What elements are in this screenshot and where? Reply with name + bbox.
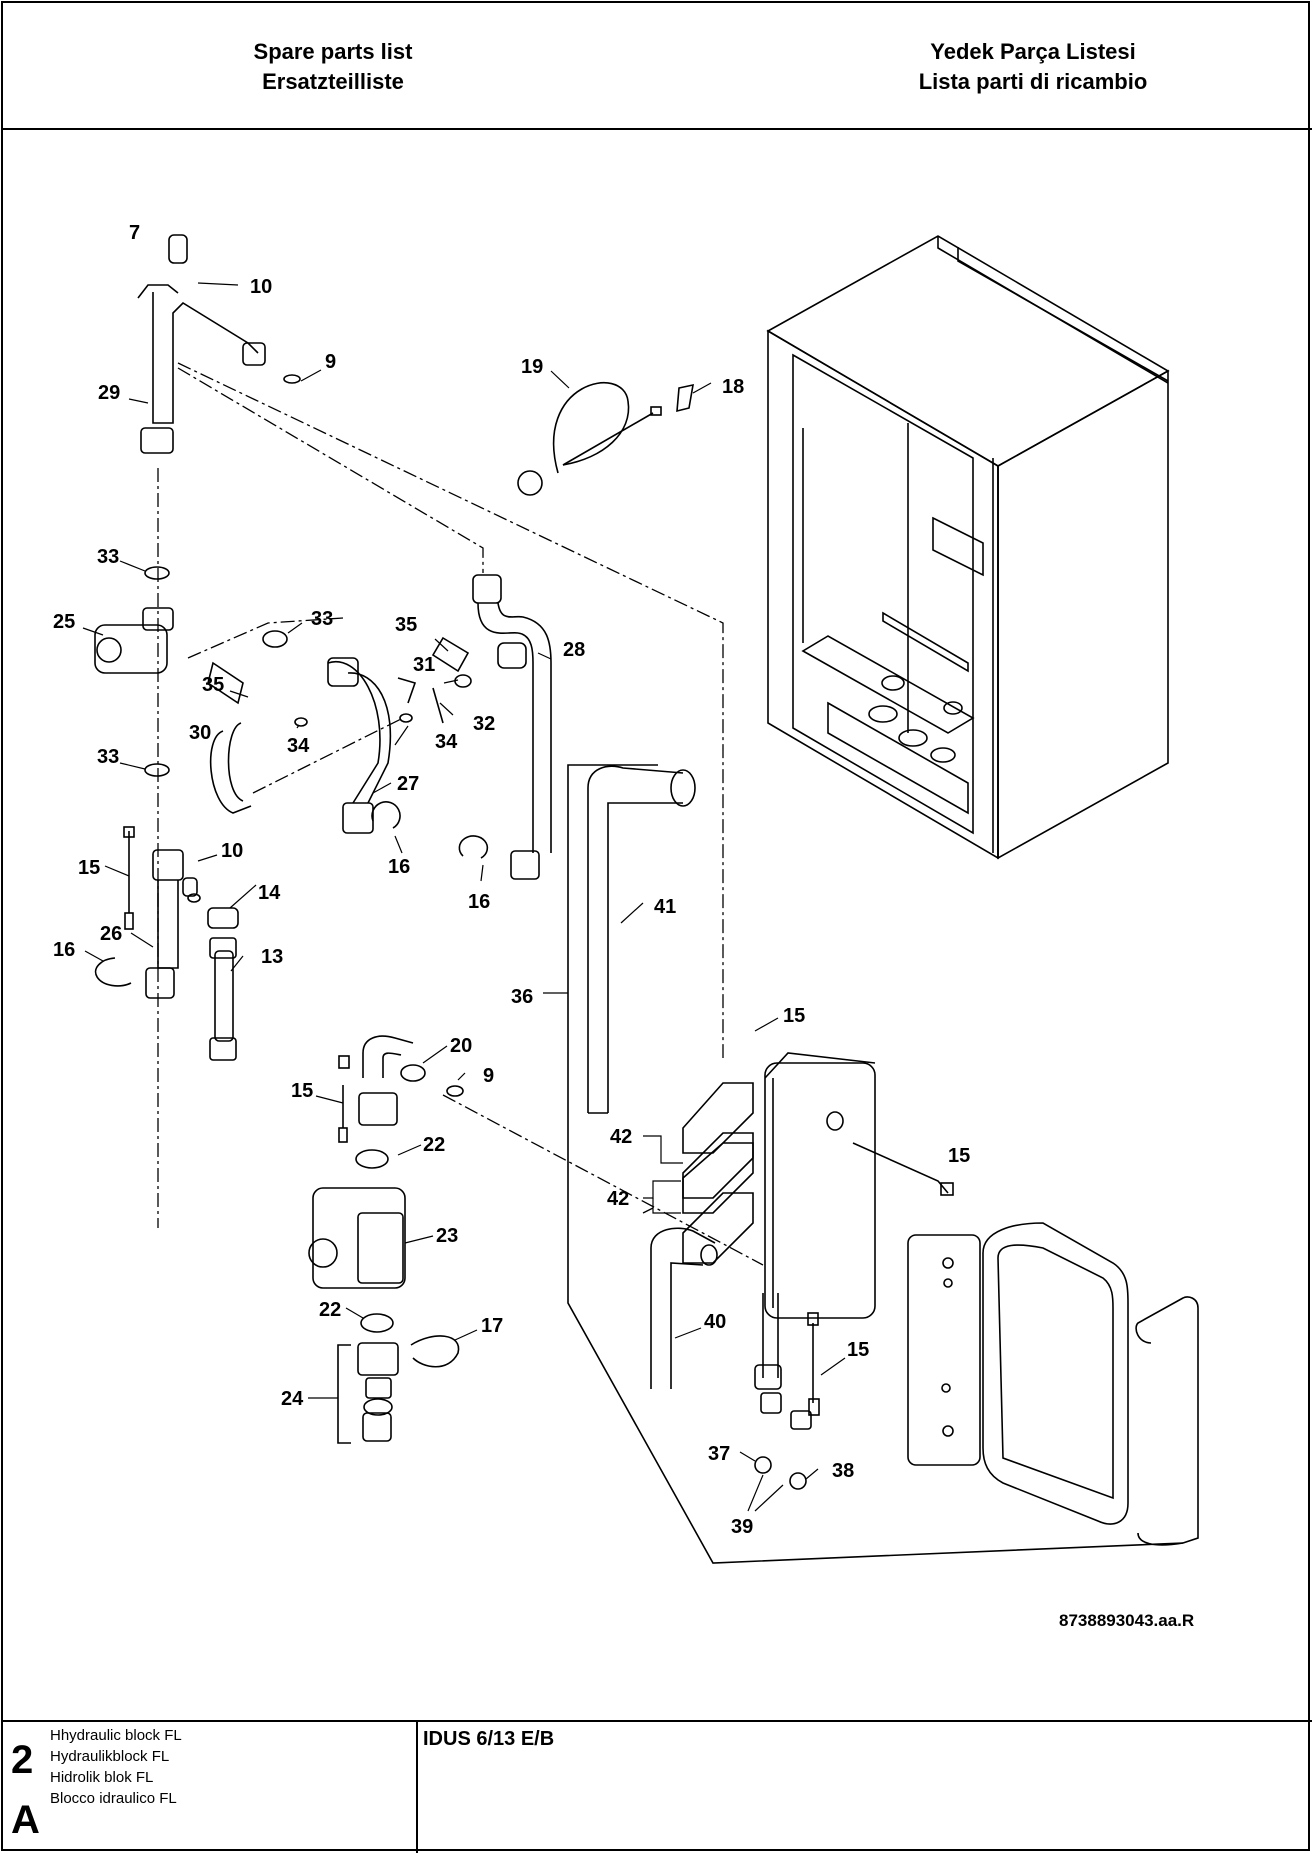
callout-9b: 9 bbox=[483, 1065, 494, 1087]
pipe-28 bbox=[454, 574, 552, 880]
callout-42a: 42 bbox=[610, 1126, 632, 1148]
header: Spare parts list Ersatzteilliste Yedek P… bbox=[3, 3, 1312, 130]
diagram-svg: 7 10 9 29 19 18 33 25 33 35 28 31 35 30 … bbox=[53, 222, 1199, 1564]
callout-41: 41 bbox=[654, 896, 676, 918]
callout-23: 23 bbox=[436, 1225, 458, 1247]
section-title-it: Blocco idraulico FL bbox=[50, 1790, 177, 1807]
hydraulic-group-left bbox=[94, 234, 470, 1061]
section-title-en: Hhydraulic block FL bbox=[50, 1727, 182, 1744]
hose-13 bbox=[209, 937, 237, 959]
callout-32: 32 bbox=[473, 713, 495, 735]
section-number: 2 bbox=[11, 1738, 34, 1782]
callout-31: 31 bbox=[413, 654, 435, 676]
boiler-casing-drawing bbox=[766, 235, 1170, 860]
callout-36: 36 bbox=[511, 986, 533, 1008]
callout-42b: 42 bbox=[607, 1188, 629, 1210]
callout-33a: 33 bbox=[97, 546, 119, 568]
section-titles: Hhydraulic block FL Hydraulikblock FL Hi… bbox=[50, 1725, 182, 1809]
leader-lines bbox=[82, 282, 846, 1512]
callout-9: 9 bbox=[325, 351, 336, 373]
callout-16b: 16 bbox=[468, 891, 490, 913]
sensor-19 bbox=[517, 381, 694, 496]
callout-7: 7 bbox=[129, 222, 140, 244]
callout-13: 13 bbox=[261, 946, 283, 968]
drawing-number: 8738893043.aa.R bbox=[1059, 1611, 1195, 1630]
title-it: Lista parti di ricambio bbox=[918, 69, 1148, 94]
callout-35b: 35 bbox=[202, 674, 224, 696]
callout-34a: 34 bbox=[287, 735, 310, 757]
callout-26: 26 bbox=[100, 923, 122, 945]
callout-35a: 35 bbox=[395, 614, 417, 636]
callout-28: 28 bbox=[563, 639, 585, 661]
callout-30: 30 bbox=[189, 722, 211, 744]
callout-22a: 22 bbox=[423, 1134, 445, 1156]
callout-16c: 16 bbox=[53, 939, 75, 961]
callout-24: 24 bbox=[281, 1388, 304, 1410]
section-title-tr: Hidrolik blok FL bbox=[50, 1769, 154, 1786]
callout-29: 29 bbox=[98, 382, 120, 404]
section-title-de: Hydraulikblock FL bbox=[50, 1748, 170, 1765]
callout-19: 19 bbox=[521, 356, 543, 378]
callout-15a: 15 bbox=[78, 857, 100, 879]
callout-39: 39 bbox=[731, 1516, 753, 1538]
model-name: IDUS 6/13 E/B bbox=[423, 1728, 555, 1750]
callout-15d: 15 bbox=[948, 1145, 970, 1167]
callout-15b: 15 bbox=[783, 1005, 805, 1027]
callout-20: 20 bbox=[450, 1035, 472, 1057]
header-right: Yedek Parça Listesi Lista parti di ricam… bbox=[783, 37, 1283, 97]
callout-15e: 15 bbox=[847, 1339, 869, 1361]
callout-14: 14 bbox=[258, 882, 281, 904]
callout-25: 25 bbox=[53, 611, 75, 633]
exchanger-group bbox=[567, 764, 1199, 1564]
title-en: Spare parts list bbox=[253, 39, 413, 64]
header-left: Spare parts list Ersatzteilliste bbox=[83, 37, 583, 97]
callout-17: 17 bbox=[481, 1315, 503, 1337]
callout-40: 40 bbox=[704, 1311, 726, 1333]
callout-22b: 22 bbox=[319, 1299, 341, 1321]
callout-10: 10 bbox=[250, 276, 272, 298]
callout-34b: 34 bbox=[435, 731, 458, 753]
title-de: Ersatzteilliste bbox=[262, 69, 404, 94]
title-tr: Yedek Parça Listesi bbox=[930, 39, 1136, 64]
callout-10b: 10 bbox=[221, 840, 243, 862]
assembly-lines bbox=[157, 362, 764, 1266]
exploded-view-diagram: 7 10 9 29 19 18 33 25 33 35 28 31 35 30 … bbox=[3, 130, 1312, 1720]
footer: 2 A Hhydraulic block FL Hydraulikblock F… bbox=[3, 1720, 1312, 1853]
section-letter: A bbox=[11, 1798, 40, 1842]
callout-33b: 33 bbox=[311, 608, 333, 630]
callout-16a: 16 bbox=[388, 856, 410, 878]
pump-group bbox=[308, 1035, 464, 1444]
callout-15c: 15 bbox=[291, 1080, 313, 1102]
callout-38: 38 bbox=[832, 1460, 854, 1482]
callout-18: 18 bbox=[722, 376, 744, 398]
callout-labels: 7 10 9 29 19 18 33 25 33 35 28 31 35 30 … bbox=[53, 222, 970, 1538]
callout-37: 37 bbox=[708, 1443, 730, 1465]
callout-33c: 33 bbox=[97, 746, 119, 768]
callout-27: 27 bbox=[397, 773, 419, 795]
footer-section-cell: 2 A Hhydraulic block FL Hydraulikblock F… bbox=[3, 1722, 418, 1853]
